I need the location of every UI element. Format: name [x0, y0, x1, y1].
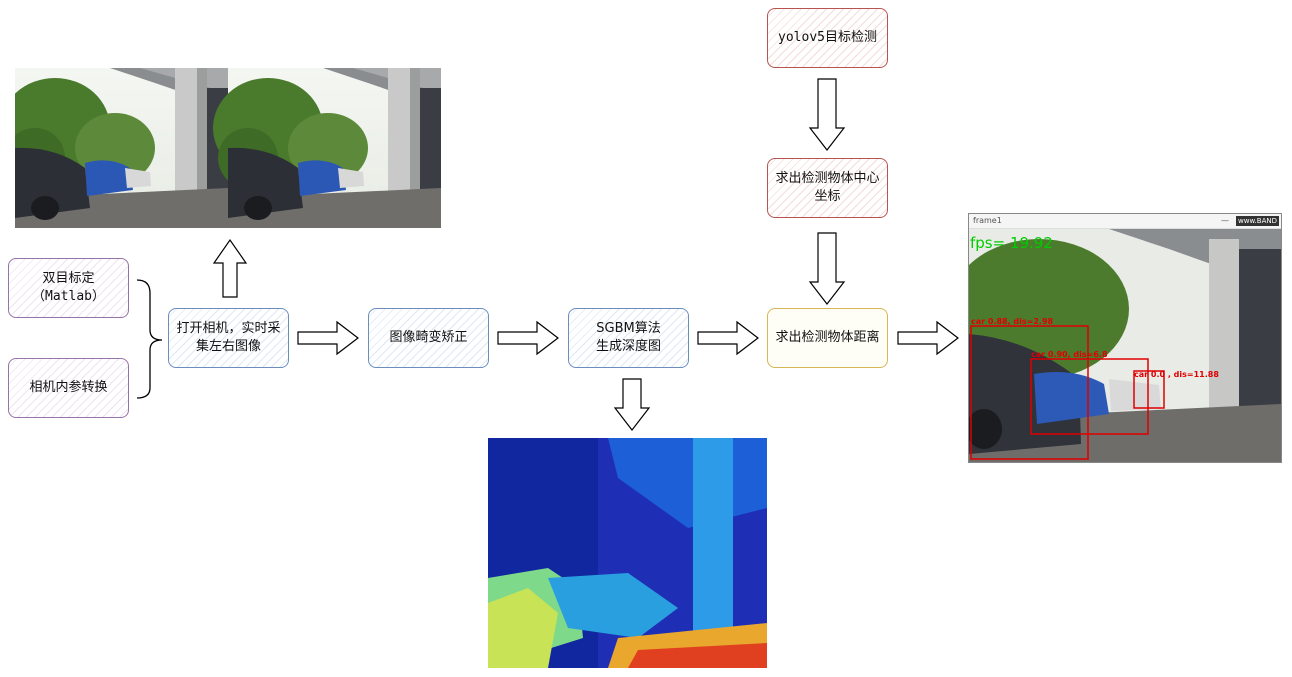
arrow-to-stereo-photos — [212, 238, 248, 298]
node-label: 求出检测物体中心 坐标 — [775, 171, 880, 204]
node-label: yolov5目标检测 — [778, 30, 877, 45]
undistort-node[interactable]: 图像畸变矫正 — [368, 308, 489, 368]
fps-label: fps= 19.92 — [970, 234, 1053, 252]
watermark-badge: www.BAND — [1236, 216, 1279, 226]
window-controls[interactable]: — — [1221, 216, 1229, 225]
arrow-center-to-distance — [808, 232, 846, 305]
stereo-image-pair — [15, 68, 441, 228]
intrinsic-convert-node[interactable]: 相机内参转换 — [8, 358, 129, 418]
arrow-undistort-to-sgbm — [497, 320, 559, 356]
detection-label: car 0.0 , dis=11.88 — [1134, 370, 1219, 379]
detection-frame — [969, 229, 1281, 462]
center-coord-node[interactable]: 求出检测物体中心 坐标 — [767, 158, 888, 218]
node-label: 图像畸变矫正 — [389, 330, 468, 345]
arrow-distance-to-result — [897, 320, 959, 356]
yolo-node[interactable]: yolov5目标检测 — [767, 8, 888, 68]
node-label: 求出检测物体距离 — [775, 330, 880, 345]
depth-map-image — [488, 438, 767, 668]
stereo-calibration-node[interactable]: 双目标定 （Matlab） — [8, 258, 129, 318]
detection-label: car 0.88, dis=2.98 — [971, 317, 1054, 326]
depth-map-drawing — [488, 438, 767, 668]
window-titlebar: frame1 — www.BAND — [969, 214, 1281, 229]
arrow-yolo-to-center — [808, 78, 846, 151]
node-label: 双目标定 （Matlab） — [32, 271, 105, 304]
grouping-brace — [136, 279, 163, 399]
detection-label: car 0.90, dis=6.8 — [1031, 350, 1108, 359]
open-camera-node[interactable]: 打开相机，实时采 集左右图像 — [168, 308, 289, 368]
node-label: SGBM算法 生成深度图 — [595, 321, 661, 354]
distance-node[interactable]: 求出检测物体距离 — [767, 308, 888, 368]
sgbm-node[interactable]: SGBM算法 生成深度图 — [568, 308, 689, 368]
arrow-camera-to-undistort — [297, 320, 359, 356]
node-label: 相机内参转换 — [29, 380, 108, 395]
arrow-sgbm-to-depth-map — [613, 378, 651, 431]
stereo-photo-drawing — [15, 68, 441, 228]
arrow-sgbm-to-distance — [697, 320, 759, 356]
detection-result-window: frame1 — www.BAND fps= 19.92 car 0.88, d… — [968, 213, 1282, 463]
window-title: frame1 — [973, 216, 1002, 225]
node-label: 打开相机，实时采 集左右图像 — [176, 321, 281, 354]
